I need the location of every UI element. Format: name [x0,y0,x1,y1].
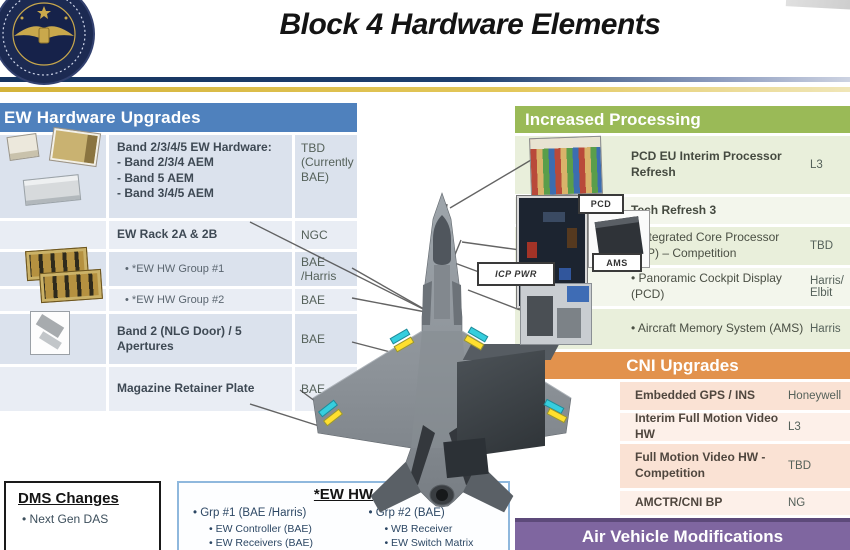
navy-divider-rule [0,77,850,82]
supplier-cell: BAE [292,314,357,364]
supplier-cell: BAE [292,289,357,311]
processor-cards-photo [529,135,603,197]
increased-processing-header: Increased Processing [515,106,850,133]
hardware-photo-cell [0,314,106,364]
item-cell: Band 2 (NLG Door) / 5 Apertures [106,314,292,364]
icp-pwr-label: ICP PWR [477,262,555,286]
supplier-cell: TBD (Currently BAE) [292,135,357,218]
item-cell: Band 2/3/4/5 EW Hardware: - Band 2/3/4 A… [106,135,292,218]
item-cell: Magazine Retainer Plate [106,367,292,411]
hardware-photo-cell [0,221,106,249]
hardware-photo-cell [0,367,106,411]
ew-hw-group1: • Grp #1 (BAE /Harris) • EW Controller (… [193,507,314,549]
table-row: • *EW HW Group #2 BAE [0,289,357,311]
pcd-label: PCD [578,194,624,214]
gold-divider-rule [0,87,850,92]
item-cell: EW Rack 2A & 2B [106,221,292,249]
supplier-cell: BAE /Harris [292,252,357,286]
agency-seal-icon [0,0,95,85]
ew-hardware-upgrades-panel: EW Hardware Upgrades Band 2/3/4/5 EW Har… [0,103,357,411]
dms-item: • Next Gen DAS [22,512,109,526]
icp-photo [520,283,592,345]
hardware-photo-cell [0,135,106,218]
ew-hw-title: *EW HW [313,486,374,503]
cni-upgrades-panel: CNI Upgrades Embedded GPS / INS Honeywel… [515,352,850,515]
item-cell: • *EW HW Group #1 [106,252,292,286]
dms-changes-box: DMS Changes • Next Gen DAS [4,481,161,550]
table-row: • *EW HW Group #1 BAE /Harris [0,252,357,286]
supplier-cell: NGC [292,221,357,249]
cni-upgrades-header: CNI Upgrades [515,352,850,379]
ew-hw-box: *EW HW • Grp #1 (BAE /Harris) • EW Contr… [177,481,510,550]
hardware-photo-cell [0,289,106,311]
table-row: Interim Full Motion Video HW L3 [620,411,850,441]
item-cell: • *EW HW Group #2 [106,289,292,311]
hardware-photo-cell [0,252,106,286]
table-row: Full Motion Video HW - Competition TBD [620,444,850,488]
supplier-cell: BAE [292,367,357,411]
table-row: Embedded GPS / INS Honeywell [620,382,850,410]
increased-processing-panel: Increased Processing PCD EU Interim Proc… [515,106,850,349]
air-vehicle-modifications-header: Air Vehicle Modifications [515,518,850,550]
table-row: Band 2/3/4/5 EW Hardware: - Band 2/3/4 A… [0,135,357,218]
table-row: EW Rack 2A & 2B NGC [0,221,357,249]
table-row: Band 2 (NLG Door) / 5 Apertures BAE [0,314,357,364]
ams-label: AMS [592,253,642,272]
dms-changes-title: DMS Changes [18,490,119,507]
ew-hardware-upgrades-header: EW Hardware Upgrades [0,103,357,132]
table-row: Magazine Retainer Plate BAE [0,367,357,411]
table-row: AMCTR/CNI BP NG [620,491,850,515]
ew-hw-group2: • Grp #2 (BAE) • WB Receiver • EW Switch… [368,507,474,549]
corner-artifact [785,0,850,10]
page-title: Block 4 Hardware Elements [279,8,661,41]
